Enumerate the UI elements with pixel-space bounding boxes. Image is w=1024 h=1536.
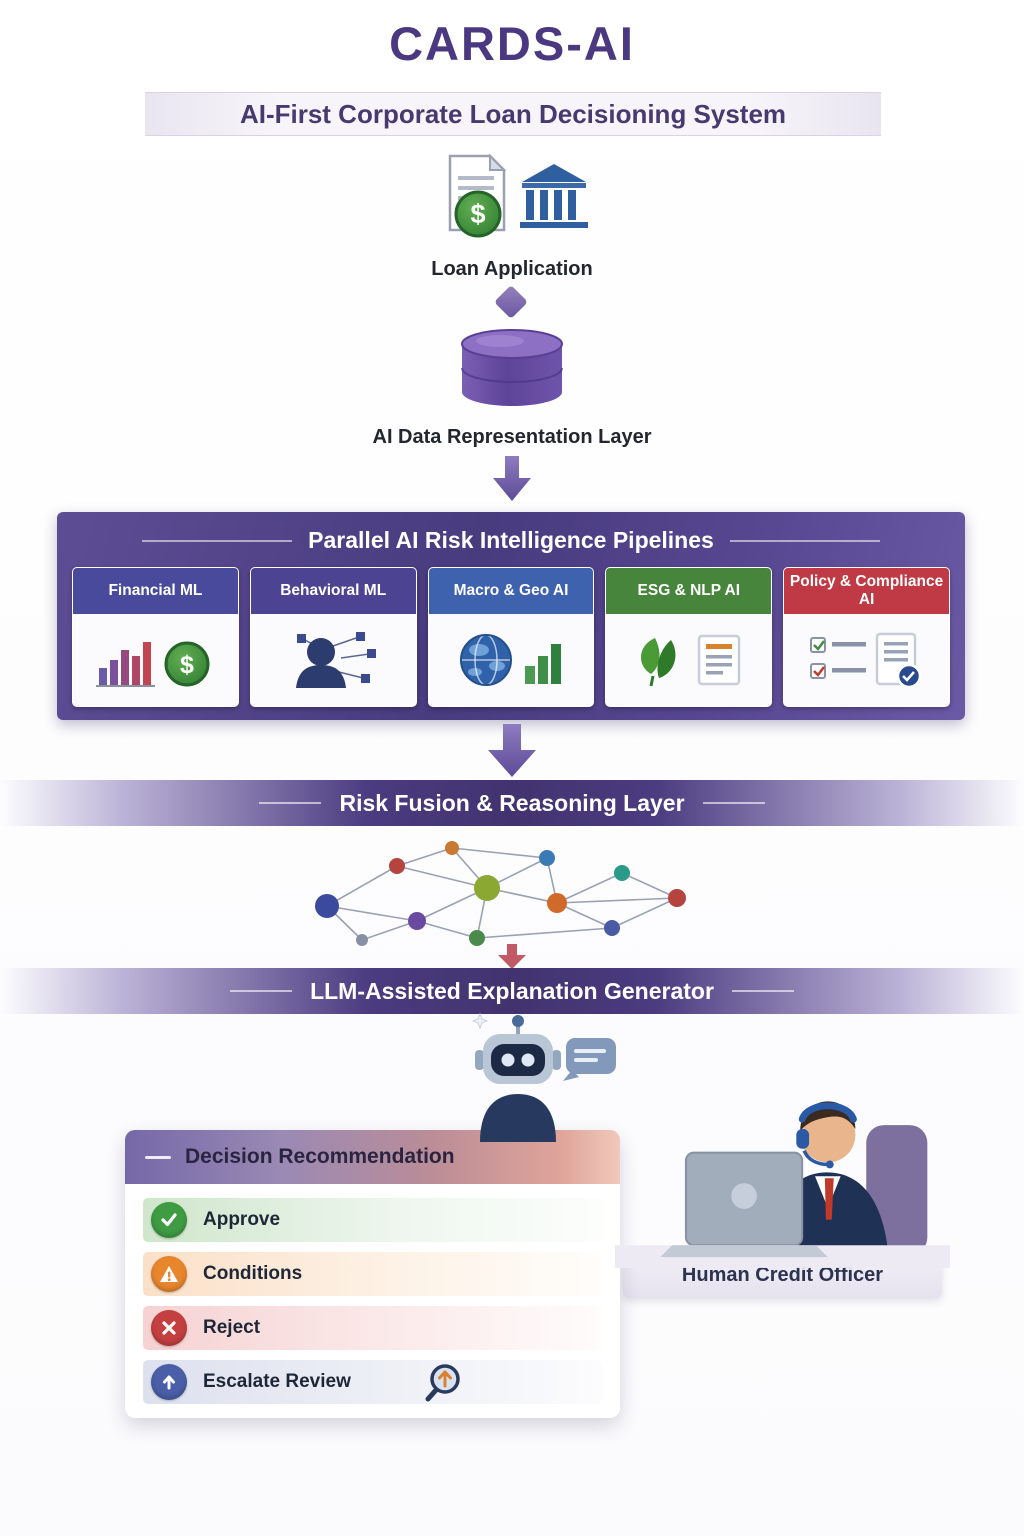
page-title: CARDS-AI xyxy=(389,17,635,70)
card-header: Policy & Compliance AI xyxy=(784,568,949,614)
card-label: Behavioral ML xyxy=(280,582,387,599)
robot-chat-icon xyxy=(471,1012,616,1142)
data-layer-label: AI Data Representation Layer xyxy=(372,426,652,448)
card-label: Policy & Compliance AI xyxy=(789,573,944,608)
pipelines-title: Parallel AI Risk Intelligence Pipelines xyxy=(308,527,714,553)
network-graph-icon xyxy=(315,841,686,946)
pipeline-card-behavioral-ml: Behavioral ML xyxy=(249,567,417,707)
fusion-banner: Risk Fusion & Reasoning Layer xyxy=(0,780,1024,826)
card-label: Macro & Geo AI xyxy=(453,582,569,599)
decision-option-label: Approve xyxy=(203,1209,281,1230)
card-label: Financial ML xyxy=(108,582,203,599)
human-officer-label: Human Credit Officer xyxy=(681,1263,884,1286)
decision-rows: Approve Conditions Reject xyxy=(125,1184,620,1418)
page-subtitle: AI-First Corporate Loan Decisioning Syst… xyxy=(239,98,787,129)
decision-row-conditions: Conditions xyxy=(143,1252,602,1296)
card-body: $ xyxy=(73,614,238,706)
subtitle-band: AI-First Corporate Loan Decisioning Syst… xyxy=(145,92,881,136)
card-body xyxy=(784,614,949,706)
leaf-document-icon xyxy=(640,634,741,687)
bar-chart-dollar-icon: $ xyxy=(96,641,210,687)
decision-option-label: Conditions xyxy=(203,1263,303,1284)
card-body xyxy=(606,614,772,706)
x-icon xyxy=(151,1310,187,1346)
database-cylinder-icon xyxy=(461,329,563,406)
decision-recommendation-card: Decision Recommendation Approve Conditio… xyxy=(125,1130,620,1418)
decision-title: Decision Recommendation xyxy=(185,1145,455,1168)
llm-banner: LLM-Assisted Explanation Generator xyxy=(0,968,1024,1014)
pipelines-panel: Parallel AI Risk Intelligence Pipelines … xyxy=(57,512,965,720)
globe-chart-icon xyxy=(459,634,561,686)
decision-row-reject: Reject xyxy=(143,1306,602,1350)
down-arrow-icon xyxy=(488,724,536,777)
divider xyxy=(729,539,880,542)
decision-option-label: Escalate Review xyxy=(203,1371,351,1392)
svg-text:$: $ xyxy=(180,651,194,679)
card-header: Financial ML xyxy=(73,568,238,614)
person-network-icon xyxy=(296,632,377,688)
down-arrow-red-icon xyxy=(498,944,526,969)
divider xyxy=(145,1155,171,1159)
divider xyxy=(702,802,765,804)
checklist-document-icon xyxy=(809,632,921,689)
divider xyxy=(230,990,293,992)
divider xyxy=(142,539,293,542)
divider xyxy=(259,802,322,804)
pipeline-card-policy-compliance-ai: Policy & Compliance AI xyxy=(783,567,950,707)
llm-label: LLM-Assisted Explanation Generator xyxy=(310,977,714,1004)
warning-icon xyxy=(151,1256,187,1292)
credit-officer-illustration xyxy=(615,1101,950,1268)
down-arrow-icon xyxy=(493,456,531,501)
fusion-label: Risk Fusion & Reasoning Layer xyxy=(339,789,685,816)
decision-row-approve: Approve xyxy=(143,1198,602,1242)
card-body xyxy=(428,614,594,706)
check-icon xyxy=(151,1202,187,1238)
human-officer-group: Human Credit Officer xyxy=(615,1058,950,1308)
card-header: Macro & Geo AI xyxy=(428,568,594,614)
card-body xyxy=(250,614,416,706)
loan-application-node: $ Loan Application xyxy=(0,150,1024,281)
loan-application-label: Loan Application xyxy=(431,258,593,280)
decision-option-label: Reject xyxy=(203,1317,261,1338)
decision-row-escalate: Escalate Review xyxy=(143,1360,602,1404)
pipeline-card-financial-ml: Financial ML $ xyxy=(72,567,239,707)
card-header: ESG & NLP AI xyxy=(606,568,772,614)
document-dollar-bank-icon: $ xyxy=(448,153,588,238)
pipeline-card-macro-geo-ai: Macro & Geo AI xyxy=(427,567,595,707)
svg-text:$: $ xyxy=(470,199,485,229)
pipeline-cards: Financial ML $ xyxy=(57,554,965,707)
divider xyxy=(731,990,794,992)
pipeline-card-esg-nlp-ai: ESG & NLP AI xyxy=(605,567,773,707)
down-diamond-arrow-icon xyxy=(494,285,528,319)
decision-header: Decision Recommendation xyxy=(125,1130,620,1184)
data-layer-node: AI Data Representation Layer xyxy=(0,324,1024,449)
card-header: Behavioral ML xyxy=(250,568,416,614)
magnifier-up-arrow-icon xyxy=(425,1364,460,1402)
card-label: ESG & NLP AI xyxy=(637,582,741,599)
pipelines-title-row: Parallel AI Risk Intelligence Pipelines xyxy=(57,527,965,554)
up-arrow-icon xyxy=(151,1364,187,1400)
